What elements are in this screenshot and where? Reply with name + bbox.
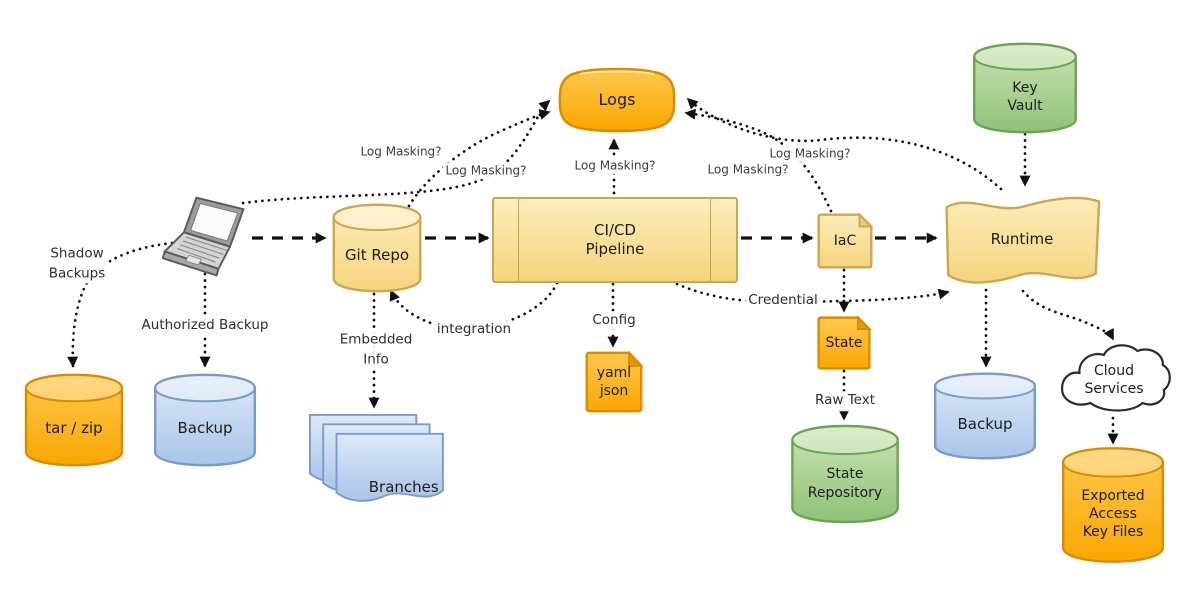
node-git-repo: Git Repo — [331, 203, 423, 293]
label-log-masking-iac: Log Masking? — [704, 161, 792, 179]
key-vault-cylinder-icon — [971, 42, 1079, 134]
label-shadow-backups: Shadow Backups — [45, 244, 109, 284]
label-integration: integration — [433, 320, 515, 340]
node-yaml-json: yaml json — [585, 351, 643, 413]
node-cicd-pipeline: CI/CD Pipeline — [492, 197, 738, 283]
edge-runtime-to-cloud-services — [1021, 289, 1115, 341]
node-state-repository: State Repository — [789, 424, 901, 524]
node-backup-right: Backup — [932, 372, 1038, 460]
git-repo-cylinder-icon — [331, 203, 423, 293]
label-raw-text: Raw Text — [812, 391, 878, 411]
cloud-icon — [1053, 340, 1175, 420]
label-credential: Credential — [745, 291, 821, 311]
node-backup-left: Backup — [152, 373, 258, 467]
node-cloud-services: Cloud Services — [1053, 340, 1175, 420]
label-log-masking-cicd: Log Masking? — [571, 157, 659, 175]
tar-zip-cylinder-icon — [23, 373, 125, 467]
edge-git-repo-to-logs — [407, 109, 551, 208]
edge-runtime-to-logs — [686, 97, 1003, 191]
label-log-masking-git: Log Masking? — [442, 162, 530, 180]
edge-laptop-to-tar-zip — [67, 241, 174, 368]
yaml-json-note-icon — [585, 351, 643, 413]
node-runtime: Runtime — [940, 191, 1104, 289]
branches-documents-icon — [308, 413, 444, 502]
node-iac: IaC — [817, 213, 873, 269]
node-key-vault: Key Vault — [971, 42, 1079, 134]
label-embedded-info: Embedded Info — [336, 330, 416, 370]
label-authorized-backup: Authorized Backup — [138, 316, 272, 336]
node-tar-zip: tar / zip — [23, 373, 125, 467]
node-exported-keys: Exported Access Key Files — [1060, 446, 1166, 564]
node-laptop — [158, 194, 254, 284]
iac-note-icon — [817, 213, 873, 269]
edge-iac-to-logs — [684, 108, 833, 213]
runtime-wave-icon — [940, 191, 1104, 289]
backup-left-cylinder-icon — [152, 373, 258, 467]
label-config: Config — [589, 311, 639, 331]
label-log-masking-laptop: Log Masking? — [357, 143, 445, 161]
cicd-pipeline-shape — [492, 197, 738, 283]
node-state: State — [817, 316, 871, 370]
node-logs: Logs — [556, 67, 678, 133]
backup-right-cylinder-icon — [932, 372, 1038, 460]
exported-keys-cylinder-icon — [1060, 446, 1166, 564]
state-note-icon — [817, 316, 871, 370]
edge-cicd-to-git-repo-integration — [389, 281, 559, 330]
edge-laptop-to-logs — [241, 99, 551, 205]
state-repository-cylinder-icon — [789, 424, 901, 524]
node-branches: Branches — [308, 413, 460, 517]
logs-shape-icon — [558, 67, 676, 133]
label-log-masking-runtime: Log Masking? — [766, 145, 854, 163]
laptop-icon — [161, 196, 245, 277]
